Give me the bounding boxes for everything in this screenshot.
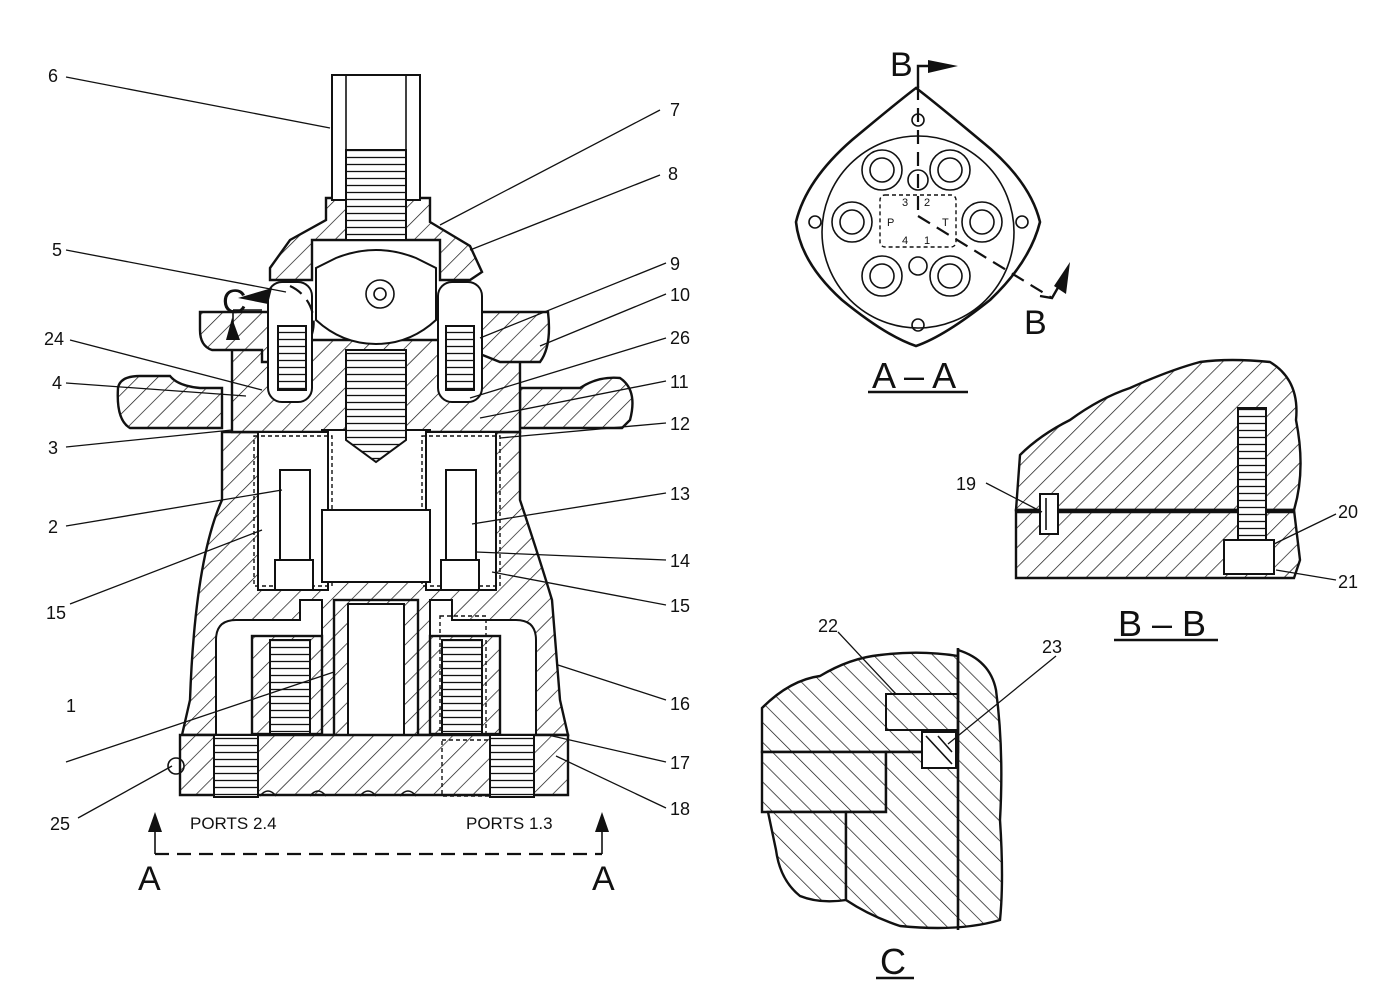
section-a-right: A [592, 860, 615, 898]
part-label: 7 [670, 100, 680, 120]
part-label: 3 [48, 438, 58, 458]
part-label: 5 [52, 240, 62, 260]
view-bb-title: B – B [1118, 603, 1206, 644]
view-c: 22 23 C [760, 616, 1062, 982]
port-label: 3 [902, 197, 908, 209]
center-chamber [321, 509, 431, 583]
view-c-title: C [880, 941, 906, 982]
port-label: 1 [924, 235, 930, 247]
cap-screw-head [1223, 539, 1275, 575]
port-label: P [887, 217, 894, 229]
section-a-left: A [138, 860, 161, 898]
view-aa-title: A – A [872, 355, 956, 396]
part-label: 22 [818, 616, 838, 636]
base-plate [178, 733, 570, 797]
part-label: 4 [52, 373, 62, 393]
part-label: 20 [1338, 502, 1358, 522]
dowel-pin [1039, 493, 1059, 535]
part-label: 6 [48, 66, 58, 86]
view-b-b: 19 20 21 B – B [956, 358, 1358, 644]
part-label: 10 [670, 285, 690, 305]
part-label: 2 [48, 517, 58, 537]
part-label: 1 [66, 696, 76, 716]
mounting-flange-right [518, 376, 634, 430]
port-label: 2 [924, 197, 930, 209]
leader-lines [65, 76, 667, 819]
port-label: 4 [902, 235, 908, 247]
c-right-block [844, 648, 1004, 930]
section-b-bottom: B [1024, 304, 1047, 342]
cap-screw-shank [1237, 407, 1267, 541]
part-label: 15 [46, 603, 66, 623]
part-label: 11 [670, 372, 689, 392]
flange-outline [794, 86, 1042, 348]
bb-upper-block [1014, 358, 1302, 512]
part-label: 9 [670, 254, 680, 274]
part-label: 8 [668, 164, 678, 184]
joint-yoke [315, 249, 437, 346]
part-label: 23 [1042, 637, 1062, 657]
part-label: 17 [670, 753, 690, 773]
part-label: 18 [670, 799, 690, 819]
part-labels: 1 2 3 4 5 6 7 8 9 10 11 12 13 14 15 15 1… [44, 66, 690, 834]
part-label: 19 [956, 474, 976, 494]
port-label: T [942, 217, 949, 229]
part-label: 15 [670, 596, 690, 616]
part-label: 13 [670, 484, 690, 504]
main-section-view: C A A PORTS 2.4 PORTS 1.3 [44, 66, 690, 898]
part-label: 14 [670, 551, 690, 571]
mounting-flange [116, 374, 224, 430]
part-label: 21 [1338, 572, 1358, 592]
part-label: 16 [670, 694, 690, 714]
ports-right-label: PORTS 1.3 [466, 814, 553, 833]
section-b-top: B [890, 46, 913, 84]
ports-left-label: PORTS 2.4 [190, 814, 277, 833]
view-a-a: 3 2 P T 4 1 B B A – A [794, 46, 1070, 396]
detail-c-marker: C [222, 283, 247, 321]
valve-bolt-heads [831, 149, 1003, 297]
guide-cap-right [468, 310, 551, 364]
part-label: 12 [670, 414, 690, 434]
c-lower-main [766, 810, 848, 903]
part-label: 25 [50, 814, 70, 834]
part-label: 24 [44, 329, 64, 349]
c-lower-left [760, 750, 888, 814]
center-cone [345, 349, 407, 464]
part-label: 26 [670, 328, 690, 348]
